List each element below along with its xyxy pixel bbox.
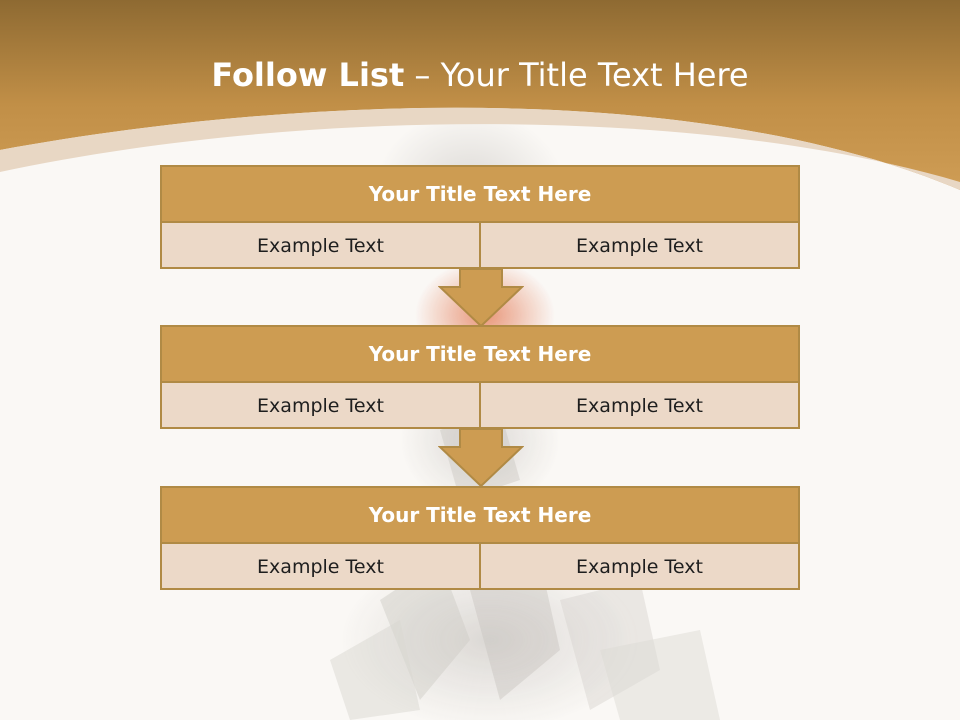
down-arrow-icon	[438, 268, 524, 328]
block-title: Your Title Text Here	[162, 488, 798, 544]
title-rest: – Your Title Text Here	[404, 56, 749, 94]
down-arrow-icon	[438, 428, 524, 488]
list-block-2: Your Title Text Here Example Text Exampl…	[160, 325, 800, 429]
block-title: Your Title Text Here	[162, 327, 798, 383]
header-band	[0, 0, 960, 190]
list-block-1: Your Title Text Here Example Text Exampl…	[160, 165, 800, 269]
list-block-3: Your Title Text Here Example Text Exampl…	[160, 486, 800, 590]
block-cell-left: Example Text	[257, 556, 384, 578]
block-cell-left: Example Text	[257, 395, 384, 417]
block-cell-right: Example Text	[479, 223, 798, 269]
decorative-figure	[330, 110, 720, 720]
block-title: Your Title Text Here	[162, 167, 798, 223]
block-cell-right: Example Text	[479, 544, 798, 590]
slide-title: Follow List – Your Title Text Here	[0, 52, 960, 98]
header-swoosh	[0, 107, 960, 190]
block-cell-left: Example Text	[257, 235, 384, 257]
block-cell-right: Example Text	[479, 383, 798, 429]
title-bold: Follow List	[211, 56, 405, 94]
